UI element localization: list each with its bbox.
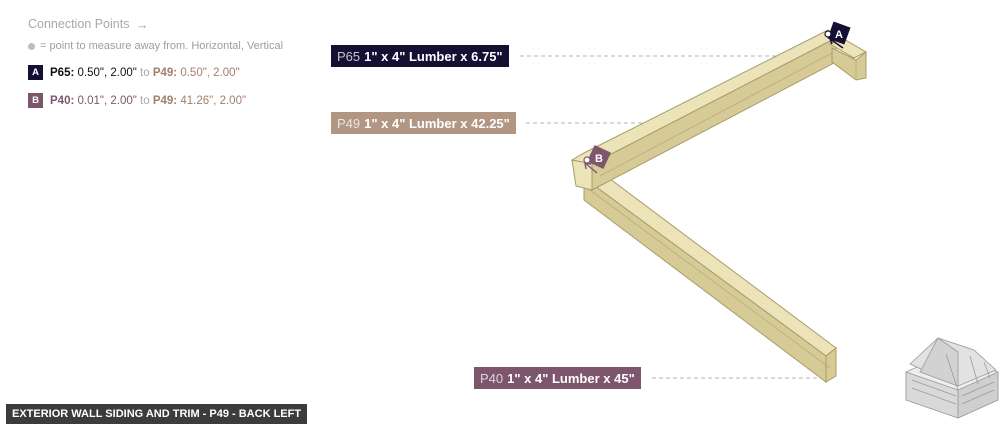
part-label-p49-id: P49: [337, 115, 361, 131]
marker-b-letter: B: [595, 153, 603, 165]
marker-b[interactable]: B: [583, 145, 611, 174]
cp-b-from-part: P40:: [50, 94, 75, 107]
cp-a-from-part: P65:: [50, 66, 75, 79]
part-label-p40-id: P40: [480, 370, 504, 386]
marker-b-point-icon: [583, 156, 591, 164]
board-p49[interactable]: [570, 29, 837, 191]
cp-a-to-word: to: [140, 66, 150, 79]
cp-a-to-part: P49:: [152, 66, 178, 79]
badge-a-icon: A: [28, 65, 43, 80]
cp-a-from-value: 0.50", 2.00": [77, 66, 137, 79]
view-title-bar: EXTERIOR WALL SIDING AND TRIM - P49 - BA…: [6, 404, 308, 424]
connection-points-title-text: Connection Points: [28, 17, 130, 31]
board-p65[interactable]: [828, 37, 868, 81]
measure-point-dot-icon: [28, 42, 35, 50]
cp-b-to-part: P49:: [152, 94, 178, 107]
part-label-p65[interactable]: P65 1" x 4" Lumber x 6.75": [331, 45, 509, 67]
connection-point-b[interactable]: B P40: 0.01", 2.00" to P49: 41.26", 2.00…: [28, 93, 328, 108]
view-title-text: EXTERIOR WALL SIDING AND TRIM - P49 - BA…: [12, 408, 302, 420]
part-label-p49[interactable]: P49 1" x 4" Lumber x 42.25": [331, 112, 516, 134]
cp-a-to-value: 0.50", 2.00": [180, 66, 240, 79]
cp-b-from-value: 0.01", 2.00": [77, 94, 137, 107]
arrow-right-icon: →: [135, 16, 149, 32]
connection-point-a[interactable]: A P65: 0.50", 2.00" to P49: 0.50", 2.00": [28, 65, 328, 80]
cp-b-to-word: to: [140, 94, 150, 107]
badge-b-icon: B: [28, 93, 43, 108]
cp-b-to-value: 41.26", 2.00": [180, 94, 247, 107]
part-label-p65-desc: 1" x 4" Lumber x 6.75": [364, 48, 503, 64]
part-label-p40[interactable]: P40 1" x 4" Lumber x 45": [474, 367, 641, 389]
part-label-p40-desc: 1" x 4" Lumber x 45": [507, 370, 635, 386]
marker-a-arrow-icon: [829, 38, 844, 49]
house-thumbnail-icon[interactable]: [905, 337, 999, 419]
connection-points-title[interactable]: Connection Points →: [28, 17, 328, 31]
marker-b-arrow-icon: [584, 162, 598, 174]
board-p40[interactable]: [583, 169, 837, 384]
legend-text: = point to measure away from. Horizontal…: [40, 40, 284, 52]
marker-a-point-icon: [824, 30, 832, 38]
connection-points-panel: Connection Points → = point to measure a…: [28, 17, 328, 108]
part-label-p49-desc: 1" x 4" Lumber x 42.25": [364, 115, 510, 131]
marker-a-letter: A: [835, 29, 843, 41]
legend-line: = point to measure away from. Horizontal…: [28, 40, 328, 52]
marker-a[interactable]: A: [824, 21, 851, 49]
part-label-p65-id: P65: [337, 48, 361, 64]
